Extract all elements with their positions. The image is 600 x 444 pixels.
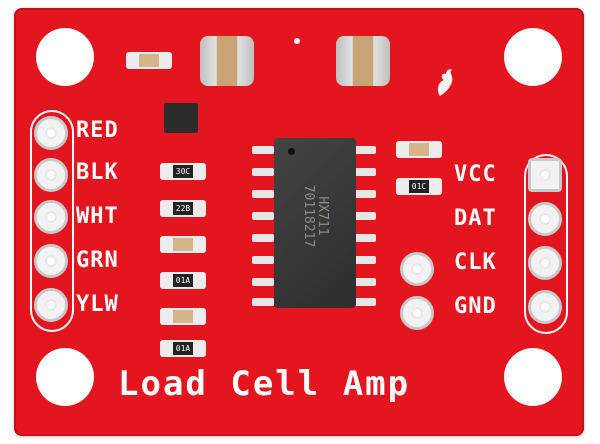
resistor-tan-2: [160, 308, 206, 325]
mounting-hole-top-right: [504, 28, 562, 86]
right-header-outline: [524, 154, 568, 334]
chip-lead: [354, 190, 376, 198]
resistor-tan-1: [160, 236, 206, 253]
test-pad-1: [400, 252, 434, 286]
chip-lead: [252, 168, 274, 176]
chip-lead: [354, 234, 376, 242]
left-header-outline: [30, 110, 74, 332]
resistor-01c: 01C: [396, 178, 442, 195]
via: [294, 38, 300, 44]
chip-lead: [252, 190, 274, 198]
resistor-30c: 30C: [160, 163, 206, 180]
label-blk: BLK: [76, 160, 119, 185]
resistor-01a-2: 01A: [160, 340, 206, 357]
chip-lead: [354, 256, 376, 264]
mounting-hole-top-left: [36, 28, 94, 86]
label-grn: GRN: [76, 248, 119, 273]
resistor-01a-1: 01A: [160, 272, 206, 289]
chip-lead: [252, 298, 274, 306]
chip-lead: [252, 146, 274, 154]
chip-lot-code: 70118217: [301, 184, 316, 248]
hx711-chip: HX711 70118217: [274, 138, 356, 308]
chip-lead: [252, 256, 274, 264]
pcb-board: RED BLK WHT GRN YLW 30C 22B 01A 01A HX71…: [14, 8, 584, 436]
pin-vcc: [528, 158, 562, 192]
chip-lead: [354, 168, 376, 176]
pin-wht: [34, 200, 68, 234]
pin-gnd: [528, 290, 562, 324]
chip-lead: [354, 146, 376, 154]
chip-lead: [252, 212, 274, 220]
test-pad-2: [400, 296, 434, 330]
pin-ylw: [34, 288, 68, 322]
chip-lead: [354, 212, 376, 220]
capacitor-2: [336, 36, 390, 86]
label-dat: DAT: [454, 206, 497, 231]
chip-lead: [354, 298, 376, 306]
resistor-top: [126, 52, 172, 69]
chip-lead: [252, 234, 274, 242]
label-gnd: GND: [454, 294, 497, 319]
pin-dat: [528, 202, 562, 236]
resistor-22b: 22B: [160, 200, 206, 217]
mounting-hole-bottom-right: [504, 348, 562, 406]
label-vcc: VCC: [454, 162, 497, 187]
mounting-hole-bottom-left: [36, 348, 94, 406]
chip-lead: [252, 278, 274, 286]
board-title: Load Cell Amp: [118, 364, 411, 404]
transistor: [164, 103, 198, 133]
resistor-right-tan: [396, 141, 442, 158]
label-red: RED: [76, 118, 119, 143]
pin-clk: [528, 246, 562, 280]
pin-red: [34, 116, 68, 150]
pin1-marker: [288, 148, 295, 155]
label-clk: CLK: [454, 250, 497, 275]
label-wht: WHT: [76, 204, 119, 229]
sparkfun-flame-icon: [434, 66, 458, 98]
capacitor-1: [200, 36, 254, 86]
pin-blk: [34, 158, 68, 192]
label-ylw: YLW: [76, 292, 119, 317]
chip-part-number: HX711: [315, 196, 330, 236]
chip-marking: HX711 70118217: [301, 181, 330, 251]
pin-grn: [34, 244, 68, 278]
chip-lead: [354, 278, 376, 286]
